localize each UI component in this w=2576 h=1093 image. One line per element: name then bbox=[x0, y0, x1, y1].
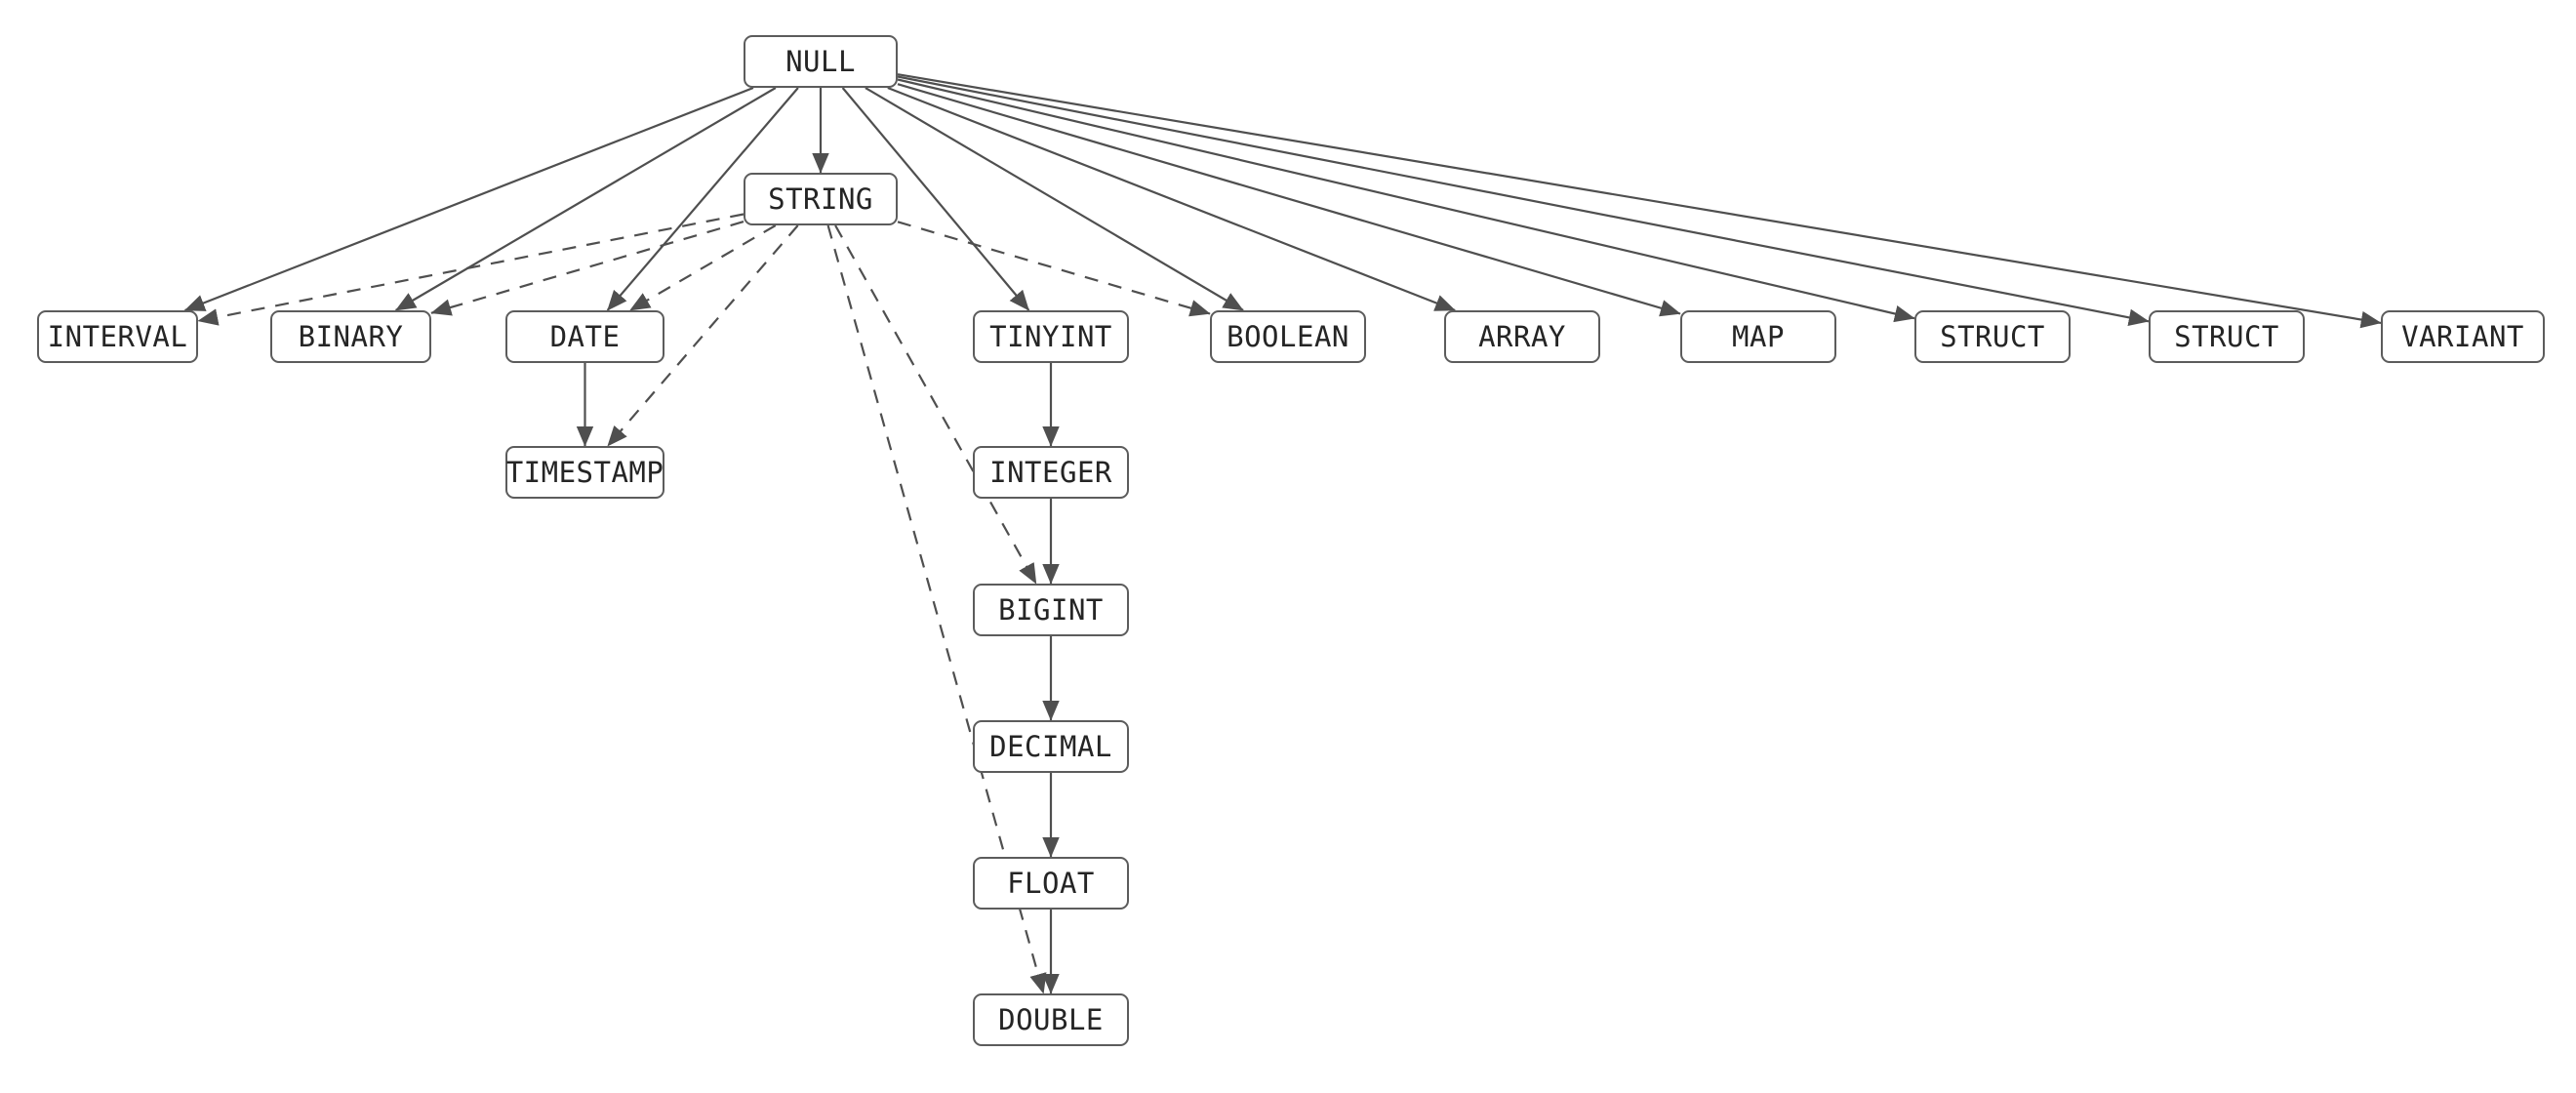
node-boolean[interactable]: BOOLEAN bbox=[1210, 310, 1366, 363]
node-label: TIMESTAMP bbox=[505, 455, 664, 489]
edge-string-to-binary bbox=[430, 221, 745, 316]
solid-edges-group bbox=[183, 73, 2382, 994]
edge-string-to-bigint bbox=[834, 224, 1037, 585]
node-label: VARIANT bbox=[2401, 319, 2524, 353]
node-label: MAP bbox=[1732, 319, 1785, 353]
node-label: FLOAT bbox=[1007, 866, 1095, 900]
edge-null-to-interval bbox=[183, 86, 754, 312]
node-double[interactable]: DOUBLE bbox=[973, 993, 1129, 1046]
node-struct-2[interactable]: STRUCT bbox=[2149, 310, 2305, 363]
node-label: DOUBLE bbox=[998, 1002, 1104, 1036]
edge-null-to-struct-1 bbox=[897, 78, 1915, 323]
node-label: BIGINT bbox=[998, 592, 1104, 627]
node-binary[interactable]: BINARY bbox=[270, 310, 431, 363]
node-null[interactable]: NULL bbox=[744, 35, 898, 88]
node-tinyint[interactable]: TINYINT bbox=[973, 310, 1129, 363]
node-label: ARRAY bbox=[1478, 319, 1566, 353]
edge-null-to-array bbox=[887, 86, 1456, 312]
node-label: STRING bbox=[768, 182, 873, 216]
edge-null-to-tinyint bbox=[841, 87, 1030, 311]
node-label: INTERVAL bbox=[47, 319, 188, 353]
node-date[interactable]: DATE bbox=[505, 310, 664, 363]
node-string[interactable]: STRING bbox=[744, 173, 898, 225]
edge-null-to-struct-2 bbox=[897, 75, 2150, 327]
node-label: BOOLEAN bbox=[1227, 319, 1349, 353]
node-struct-1[interactable]: STRUCT bbox=[1914, 310, 2071, 363]
edge-null-to-map bbox=[897, 83, 1681, 317]
edge-null-to-binary bbox=[395, 87, 777, 311]
node-decimal[interactable]: DECIMAL bbox=[973, 720, 1129, 773]
node-label: BINARY bbox=[298, 319, 404, 353]
node-bigint[interactable]: BIGINT bbox=[973, 584, 1129, 636]
node-label: INTEGER bbox=[989, 455, 1112, 489]
edge-string-to-boolean bbox=[897, 221, 1211, 317]
node-label: DATE bbox=[549, 319, 621, 353]
edge-string-to-interval bbox=[197, 213, 745, 326]
node-interval[interactable]: INTERVAL bbox=[37, 310, 198, 363]
node-array[interactable]: ARRAY bbox=[1444, 310, 1600, 363]
edge-null-to-variant bbox=[897, 73, 2382, 329]
node-integer[interactable]: INTEGER bbox=[973, 446, 1129, 499]
node-float[interactable]: FLOAT bbox=[973, 857, 1129, 910]
node-label: TINYINT bbox=[989, 319, 1112, 353]
node-label: STRUCT bbox=[2174, 319, 2279, 353]
node-label: STRUCT bbox=[1940, 319, 2045, 353]
node-timestamp[interactable]: TIMESTAMP bbox=[505, 446, 664, 499]
edge-null-to-date bbox=[606, 87, 799, 311]
edge-null-to-boolean bbox=[865, 87, 1244, 311]
edge-string-to-date bbox=[629, 224, 777, 311]
node-label: DECIMAL bbox=[989, 729, 1112, 763]
node-variant[interactable]: VARIANT bbox=[2381, 310, 2545, 363]
node-label: NULL bbox=[785, 44, 856, 78]
node-map[interactable]: MAP bbox=[1680, 310, 1836, 363]
